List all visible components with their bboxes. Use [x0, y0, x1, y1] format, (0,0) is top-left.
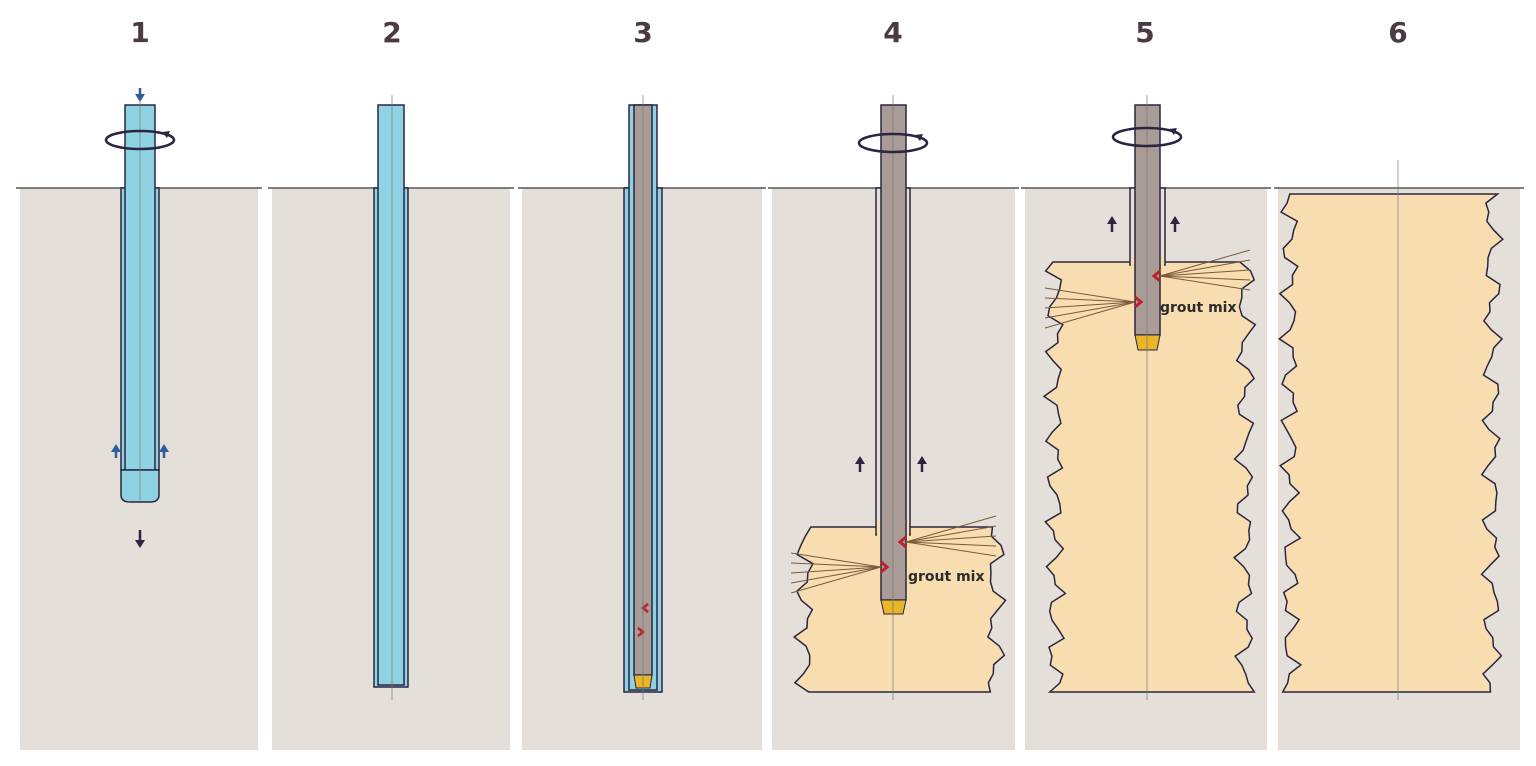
- jet-stream-left-5: [1044, 287, 1136, 303]
- grout-mix-label-5: grout mix: [1160, 300, 1237, 316]
- jet-stream-right-5: [1159, 269, 1251, 277]
- jet-stream-left-5: [1044, 301, 1136, 309]
- jet-stream-right-4-nozzle: [897, 535, 907, 549]
- monitor-rod-4: [880, 104, 907, 601]
- step-number-6: 6: [1388, 16, 1407, 49]
- jet-stream-left-4: [790, 566, 882, 584]
- casing-2: [377, 104, 405, 686]
- step-number-3: 3: [633, 16, 652, 49]
- withdraw-arrow-right-5-icon-head: [1170, 216, 1180, 224]
- rotation-icon-4: [857, 132, 929, 154]
- grout-column-6: [1278, 193, 1504, 693]
- jet-stream-left-4: [790, 552, 882, 568]
- rotation-icon-5-head: [1169, 128, 1177, 135]
- advance-down-arrow-icon-head: [135, 540, 145, 548]
- jet-stream-right-5: [1159, 275, 1251, 281]
- jet-stream-right-4: [905, 541, 997, 547]
- monitor-rod-5: [1134, 104, 1161, 336]
- jet-stream-right-4: [905, 515, 997, 543]
- jet-stream-right-4: [905, 541, 997, 557]
- rotation-icon-5: [1111, 126, 1183, 148]
- jet-stream-right-4: [905, 535, 997, 543]
- jet-stream-right-5: [1159, 275, 1251, 291]
- jet-stream-left-5-nozzle: [1134, 295, 1144, 309]
- step-number-1: 1: [130, 16, 149, 49]
- jet-stream-left-5: [1044, 301, 1136, 329]
- rotation-icon-1-head: [162, 131, 170, 138]
- step-number-2: 2: [382, 16, 401, 49]
- jet-stream-left-5: [1044, 297, 1136, 303]
- jet-stream-right-5: [1159, 249, 1251, 277]
- jet-stream-left-4: [790, 566, 882, 574]
- nozzle-5: [1134, 334, 1161, 351]
- jet-stream-left-4: [790, 566, 882, 594]
- rotation-icon-4-head: [915, 134, 923, 141]
- jet-stream-left-4: [790, 562, 882, 568]
- return-flow-arrow-left-icon-head: [111, 444, 121, 452]
- grout-column-5: [1042, 261, 1257, 693]
- step-number-4: 4: [883, 16, 902, 49]
- nozzle-4: [880, 599, 907, 615]
- step-number-5: 5: [1135, 16, 1154, 49]
- withdraw-arrow-left-4-icon-head: [855, 456, 865, 464]
- jet-stream-right-4: [905, 525, 997, 543]
- jet-stream-left-5: [1044, 301, 1136, 319]
- jet-stream-left-4-nozzle: [880, 560, 890, 574]
- withdraw-arrow-left-5-icon-head: [1107, 216, 1117, 224]
- grout-mix-label-4: grout mix: [908, 569, 985, 585]
- jet-stream-right-5: [1159, 259, 1251, 277]
- return-flow-arrow-right-icon-head: [159, 444, 169, 452]
- jet-stream-right-5-nozzle: [1151, 269, 1161, 283]
- flush-down-arrow-icon-head: [135, 94, 145, 102]
- withdraw-arrow-right-4-icon-head: [917, 456, 927, 464]
- rotation-icon-1: [104, 129, 176, 151]
